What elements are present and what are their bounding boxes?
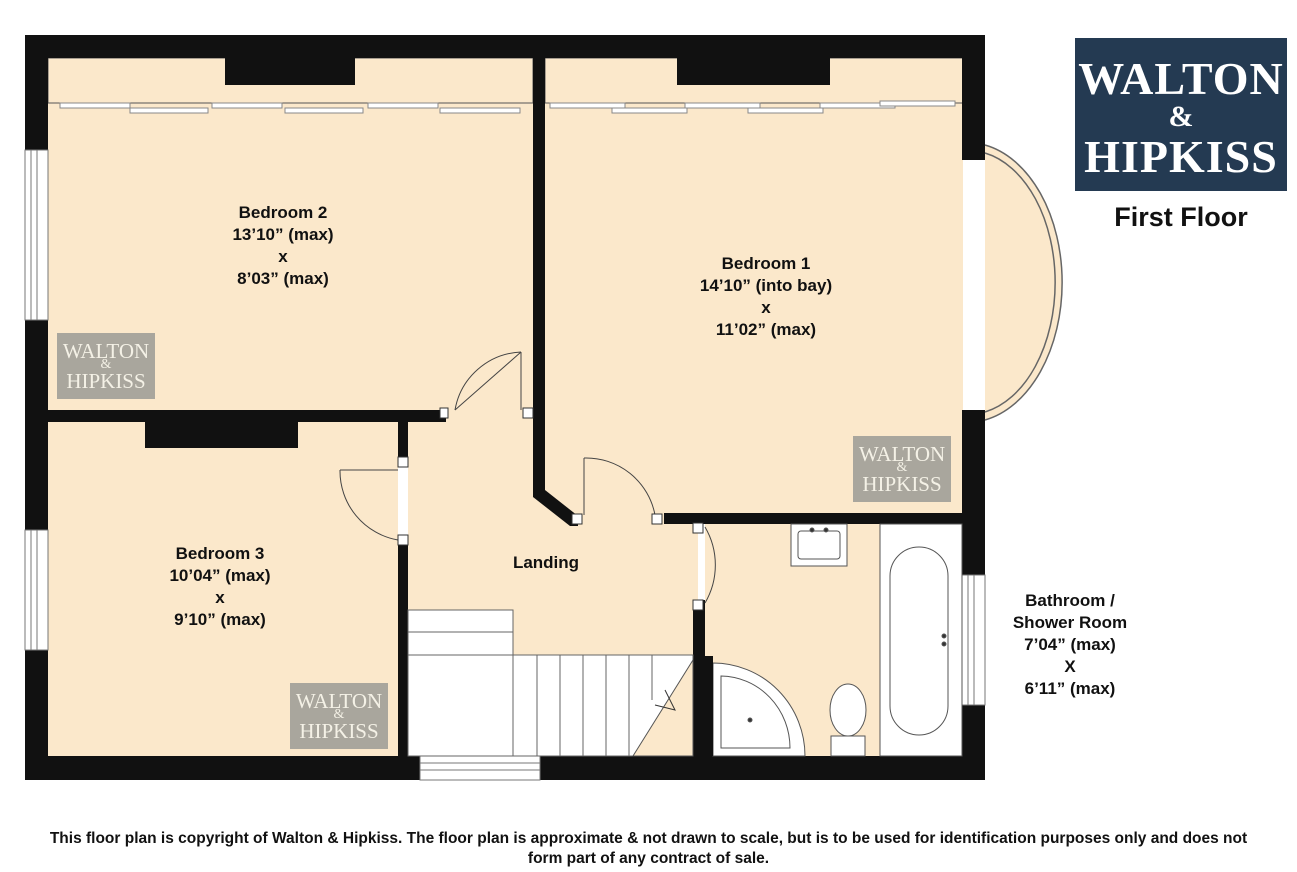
door-swings bbox=[339, 351, 716, 604]
staircase bbox=[407, 609, 694, 757]
bathroom-fixtures bbox=[712, 523, 963, 757]
door-posts bbox=[397, 407, 704, 611]
walls bbox=[25, 35, 985, 780]
brand-line-2: & bbox=[1168, 100, 1194, 133]
brand-logo: WALTON & HIPKISS bbox=[1075, 38, 1287, 191]
shower-wall bbox=[705, 656, 713, 756]
brand-line-3: HIPKISS bbox=[1084, 131, 1278, 182]
watermark-logo: WALTON&HIPKISS bbox=[57, 333, 155, 399]
room-label-bathroom: Bathroom /Shower Room 7’04” (max)X 6’11”… bbox=[1012, 591, 1128, 698]
chimney-breasts bbox=[145, 58, 830, 448]
watermark-logo: WALTON&HIPKISS bbox=[290, 683, 388, 749]
wardrobe-doors bbox=[59, 100, 956, 114]
copyright-line-2: form part of any contract of sale. bbox=[527, 850, 770, 867]
room-label-landing: Landing bbox=[512, 553, 580, 572]
floor-title: First Floor bbox=[1114, 202, 1248, 232]
copyright-notice: This floor plan is copyright of Walton &… bbox=[0, 829, 1297, 869]
bay-window bbox=[984, 144, 1063, 421]
windows bbox=[24, 149, 986, 781]
brand-line-1: WALTON bbox=[1078, 53, 1284, 104]
copyright-line-1: This floor plan is copyright of Walton &… bbox=[49, 830, 1248, 847]
watermark-logo: WALTON&HIPKISS bbox=[853, 436, 951, 502]
